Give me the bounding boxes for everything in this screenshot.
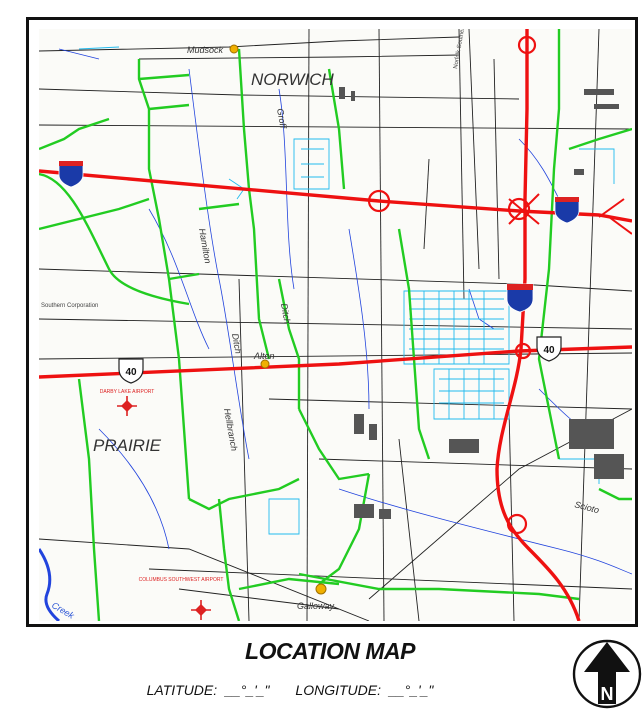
interstate-shield-east bbox=[554, 196, 580, 224]
latitude-label: LATITUDE: bbox=[146, 682, 218, 698]
us-route-40-west-label: 40 bbox=[125, 367, 137, 378]
north-letter: N bbox=[601, 684, 614, 704]
label-southern-corporation: Southern Corporation bbox=[41, 303, 98, 309]
interstate-270 bbox=[495, 29, 581, 621]
place-galloway: Galloway bbox=[297, 601, 335, 611]
north-arrow-icon: N bbox=[572, 639, 642, 709]
us-route-shield-west: 40 bbox=[118, 358, 144, 384]
latitude-value: __°_'_" bbox=[225, 682, 270, 698]
us-40 bbox=[39, 345, 632, 379]
longitude-label: LONGITUDE: bbox=[295, 682, 381, 698]
coordinates-line: LATITUDE: __°_'_" LONGITUDE: __°_'_" bbox=[70, 682, 510, 698]
township-norwich: NORWICH bbox=[251, 70, 335, 89]
place-mudsock: Mudsock bbox=[187, 45, 224, 55]
local-roads bbox=[39, 29, 632, 621]
map-title: LOCATION MAP bbox=[245, 638, 415, 664]
label-ditch-2: Ditch bbox=[279, 303, 292, 325]
big-darby-creek bbox=[39, 548, 60, 621]
airport-darby-label: DARBY LAKE AIRPORT bbox=[100, 389, 155, 395]
place-markers bbox=[229, 44, 327, 595]
airport-darby: DARBY LAKE AIRPORT bbox=[100, 389, 155, 416]
airport-southwest-label: COLUMBUS SOUTHWEST AIRPORT bbox=[139, 577, 224, 583]
highways bbox=[39, 29, 632, 621]
longitude-value: __°_'_" bbox=[389, 682, 434, 698]
location-map[interactable]: 40 40 DARBY LAKE AIRPORT COLUMBUS SOUTHW… bbox=[39, 29, 632, 621]
interstate-shield-270 bbox=[506, 283, 534, 313]
label-ditch: Ditch bbox=[230, 333, 243, 355]
subdivisions bbox=[78, 46, 615, 535]
place-alton: Alton bbox=[253, 351, 275, 361]
us-route-40-east-label: 40 bbox=[543, 345, 555, 356]
us-route-shield-east: 40 bbox=[536, 336, 562, 362]
label-groff: Groff bbox=[275, 108, 289, 131]
township-prairie: PRAIRIE bbox=[93, 436, 162, 455]
airport-southwest: COLUMBUS SOUTHWEST AIRPORT bbox=[139, 577, 224, 620]
interstate-shield-west bbox=[58, 160, 84, 188]
building-clusters bbox=[339, 87, 624, 519]
map-frame: 40 40 DARBY LAKE AIRPORT COLUMBUS SOUTHW… bbox=[26, 17, 638, 627]
